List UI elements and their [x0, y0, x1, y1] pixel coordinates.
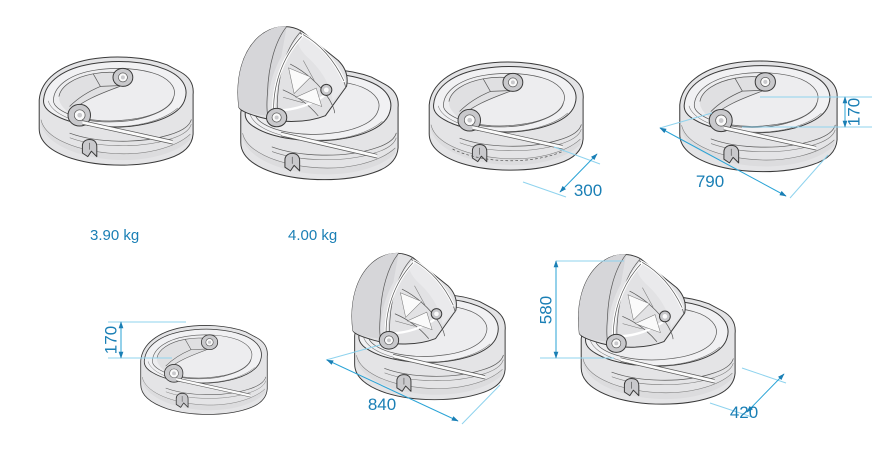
dimension-840: 840 — [325, 344, 501, 425]
dimension-420-label: 420 — [730, 403, 758, 422]
dimension-790-label: 790 — [696, 172, 724, 191]
dimension-420: 420 — [709, 367, 787, 422]
view-carrycot-hood-folded-1 — [38, 56, 194, 166]
view-carrycot-hood-extended-1 — [236, 24, 400, 182]
dimension-170-top-label: 170 — [844, 98, 863, 126]
dimension-790: 790 — [659, 112, 829, 199]
dimension-170-bottom-label: 170 — [101, 326, 120, 354]
weight-label-1: 3.90 kg — [90, 227, 139, 244]
dimension-580: 580 — [536, 260, 624, 359]
view-carrycot-length-790-height-170 — [679, 60, 838, 173]
dimension-170-bottom: 170 — [101, 321, 186, 359]
view-carrycot-height-580-width-420 — [576, 252, 737, 406]
dimension-580-label: 580 — [536, 296, 555, 324]
weight-label-2: 4.00 kg — [288, 227, 337, 244]
view-carrycot-length-840 — [350, 251, 507, 402]
dimension-300: 300 — [522, 146, 602, 200]
view-carrycot-height-170-bottom — [140, 325, 268, 415]
dimension-840-label: 840 — [368, 395, 396, 414]
dimension-300-label: 300 — [574, 181, 602, 200]
view-carrycot-width-300 — [428, 61, 584, 171]
dimension-170-top: 170 — [742, 96, 872, 128]
